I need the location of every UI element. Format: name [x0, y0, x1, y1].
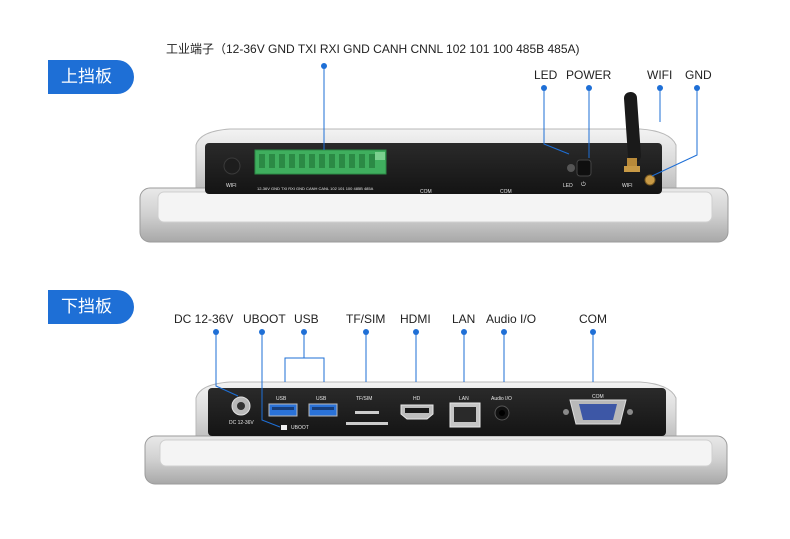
power-button[interactable] — [576, 159, 592, 177]
bottom-panel-tag: 下挡板 — [48, 290, 134, 324]
silk-dc: DC 12-36V — [229, 420, 254, 426]
gnd-screw — [644, 174, 656, 186]
silk-wifi-right: WIFI — [622, 183, 633, 189]
led-label: LED — [534, 68, 558, 82]
uboot-button[interactable] — [281, 425, 287, 430]
silk-led: LED — [563, 183, 573, 189]
silk-com: COM — [592, 394, 604, 400]
silk-uboot: UBOOT — [291, 425, 309, 431]
silk-audio: Audio I/O — [491, 396, 512, 402]
bottom-device — [144, 329, 728, 485]
power-icon: ⏻ — [581, 182, 586, 188]
terminal-label: 工业端子（12-36V GND TXI RXI GND CANH CNNL 10… — [166, 42, 580, 56]
uboot-label: UBOOT — [243, 312, 286, 326]
silk-com-2: COM — [500, 189, 512, 195]
silk-usb-2: USB — [316, 396, 327, 402]
silk-hd: HD — [413, 396, 421, 402]
com-label: COM — [579, 312, 607, 326]
dc-label: DC 12-36V — [174, 312, 234, 326]
silk-tfsim: TF/SIM — [356, 396, 373, 402]
wifi-label: WIFI — [647, 68, 673, 82]
silk-com-1: COM — [420, 189, 432, 195]
hdmi-label: HDMI — [400, 312, 431, 326]
power-label: POWER — [566, 68, 612, 82]
gnd-label: GND — [685, 68, 712, 82]
tfsim-label: TF/SIM — [346, 312, 386, 326]
audio-label: Audio I/O — [486, 312, 537, 326]
led-indicator — [567, 164, 575, 172]
usb-label: USB — [294, 312, 319, 326]
silk-lan: LAN — [459, 396, 469, 402]
top-panel-tag: 上挡板 — [48, 60, 134, 94]
silk-wifi-left: WIFI — [226, 183, 237, 189]
antenna-icon — [623, 92, 642, 172]
lan-label: LAN — [452, 312, 476, 326]
silk-usb-1: USB — [276, 396, 287, 402]
tfsim-slot[interactable] — [355, 411, 379, 414]
top-device — [139, 63, 729, 243]
silk-terminal-pins: 12-36V GND TXI RXI GND CANH CANL 102 101… — [257, 186, 374, 191]
